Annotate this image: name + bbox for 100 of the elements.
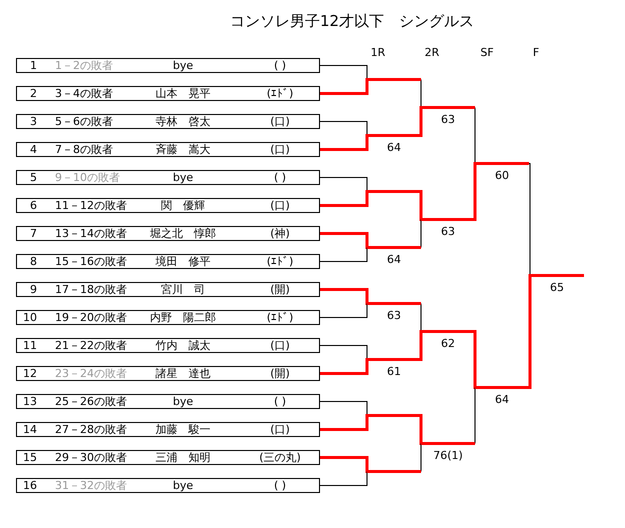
- bracket-line: [528, 163, 530, 276]
- bracket-line: [420, 414, 422, 445]
- winner-line: [367, 78, 421, 81]
- winner-line: [530, 274, 584, 294]
- bracket-line: [320, 358, 368, 375]
- match-score: 64: [387, 141, 401, 154]
- winner-line: [421, 106, 475, 126]
- club-name: ( ): [274, 395, 286, 408]
- slot-label: 25－26の敗者: [55, 395, 127, 408]
- slot-label: 19－20の敗者: [55, 311, 127, 324]
- bracket-line: [320, 247, 368, 262]
- bracket-line: [320, 345, 368, 360]
- draw-number: 3: [30, 115, 37, 128]
- player-name: 三浦 知明: [156, 451, 210, 464]
- player-name: bye: [172, 171, 194, 184]
- player-name: 竹内 誠太: [156, 339, 210, 352]
- bracket-line: [320, 65, 368, 80]
- draw-number: 10: [23, 311, 37, 324]
- club-name: (口): [270, 143, 290, 156]
- winner-line: [367, 190, 421, 193]
- slot-label: 17－18の敗者: [55, 283, 127, 296]
- slot-label: 27－28の敗者: [55, 423, 127, 436]
- slot-label: 15－16の敗者: [55, 255, 127, 268]
- draw-number: 12: [23, 367, 37, 380]
- club-name: (口): [270, 115, 290, 128]
- match-score: 62: [441, 337, 455, 350]
- club-name: (開): [270, 367, 290, 380]
- club-name: (ｴﾄﾞ): [266, 311, 294, 324]
- bracket-line: [474, 387, 476, 444]
- bracket-line: [320, 232, 368, 249]
- player-name: 諸星 達也: [156, 367, 210, 380]
- bracket-line: [320, 121, 368, 136]
- entry-row: [16, 170, 320, 185]
- player-name: 寺林 啓太: [156, 115, 210, 128]
- entry-row: [16, 394, 320, 409]
- entry-row: [16, 310, 320, 325]
- player-name: bye: [172, 395, 194, 408]
- match-score: 60: [495, 169, 509, 182]
- draw-number: 4: [30, 143, 37, 156]
- entry-row: [16, 282, 320, 297]
- winner-line: [367, 246, 421, 266]
- club-name: ( ): [274, 59, 286, 72]
- club-name: (ｴﾄﾞ): [266, 255, 294, 268]
- winner-line: [367, 358, 421, 378]
- match-score: 64: [495, 393, 509, 406]
- winner-line: [421, 330, 475, 350]
- slot-label: 5－6の敗者: [55, 115, 113, 128]
- winner-line: [367, 470, 421, 473]
- match-score: 61: [387, 365, 401, 378]
- entry-row: [16, 338, 320, 353]
- round-label: F: [532, 46, 540, 59]
- bracket-line: [420, 443, 422, 472]
- bracket-line: [420, 106, 422, 137]
- draw-number: 5: [30, 171, 37, 184]
- draw-number: 8: [30, 255, 37, 268]
- entry-row: [16, 198, 320, 213]
- bracket-line: [320, 288, 368, 305]
- club-name: (開): [270, 283, 290, 296]
- winner-line: [475, 162, 529, 182]
- draw-number: 2: [30, 87, 37, 100]
- draw-number: 6: [30, 199, 37, 212]
- player-name: 斉藤 嵩大: [156, 143, 210, 156]
- bracket-line: [320, 401, 368, 416]
- entry-row: [16, 114, 320, 129]
- round-label: 2R: [424, 46, 440, 59]
- slot-label: 3－4の敗者: [55, 87, 113, 100]
- bracket-line: [320, 78, 368, 95]
- round-label: SF: [480, 46, 494, 59]
- bracket-line: [420, 330, 422, 361]
- bracket-line: [320, 134, 368, 151]
- draw-number: 15: [23, 451, 37, 464]
- club-name: (口): [270, 199, 290, 212]
- entry-row: [16, 254, 320, 269]
- match-score: 65: [550, 281, 564, 294]
- club-name: (三の丸): [259, 451, 301, 464]
- slot-label: 11－12の敗者: [55, 199, 127, 212]
- club-name: (神): [270, 227, 290, 240]
- player-name: 宮川 司: [161, 283, 205, 296]
- bracket-line: [320, 456, 368, 473]
- winner-line: [367, 414, 421, 417]
- bracket-line: [474, 330, 476, 389]
- winner-line: [367, 134, 421, 154]
- bracket-line: [474, 107, 476, 164]
- slot-label: 23－24の敗者: [55, 367, 127, 380]
- winner-line: [367, 302, 421, 322]
- bracket-line: [420, 303, 422, 332]
- match-score: 63: [387, 309, 401, 322]
- entry-row: [16, 58, 320, 73]
- club-name: (口): [270, 339, 290, 352]
- club-name: (ｴﾄﾞ): [266, 87, 294, 100]
- slot-label: 13－14の敗者: [55, 227, 127, 240]
- bracket-line: [320, 177, 368, 192]
- slot-label: 29－30の敗者: [55, 451, 127, 464]
- bracket-line: [320, 471, 368, 486]
- bracket-line: [420, 219, 422, 248]
- player-name: 山本 晃平: [156, 87, 210, 100]
- draw-number: 11: [23, 339, 37, 352]
- player-name: 内野 陽二郎: [150, 311, 216, 324]
- match-score: 63: [441, 225, 455, 238]
- club-name: (口): [270, 423, 290, 436]
